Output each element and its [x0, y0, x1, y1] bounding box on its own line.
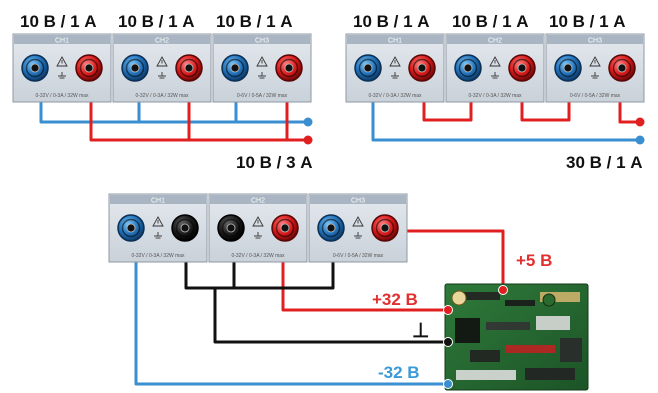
d1-channel-label: CH2: [155, 38, 169, 45]
d2-ch2-positive-terminal: [509, 55, 535, 81]
d2-channel-label: CH2: [488, 38, 502, 45]
d3-spec-text: 0-6V / 0-5A / 32W max: [333, 253, 384, 259]
d1-spec-text: 0-32V / 0-3A / 32W max: [35, 93, 89, 99]
d3-channel-label: CH2: [251, 198, 265, 205]
d2-negative-output-terminal: [636, 136, 645, 145]
d1-channel-label: CH3: [255, 38, 269, 45]
d3-ground-link-2-wire: [215, 262, 234, 288]
d3-ground-link-wire: [186, 262, 215, 288]
pcb-connection-point: [444, 306, 453, 315]
pcb-component: [525, 368, 575, 380]
d2-spec-text: 0-32V / 0-3A / 32W max: [468, 93, 522, 99]
plus5-label: +5 В: [516, 251, 552, 270]
d3-plus32-wire: [283, 262, 443, 310]
pcb-component: [505, 300, 535, 306]
d3-ch1-positive-terminal: [172, 215, 198, 241]
d3-channel-label: CH3: [351, 198, 365, 205]
d1-output-label: 10 В / 3 А: [236, 153, 313, 172]
d2-ch1-rating: 10 В / 1 А: [353, 12, 430, 31]
d3-ch2-negative-terminal: [218, 215, 244, 241]
d3-ch1-negative-terminal: [118, 215, 144, 241]
d2-series-link-2-wire: [522, 102, 569, 120]
pcb-connection-point: [444, 380, 453, 389]
pcb-connection-point: [499, 286, 508, 295]
d1-ch2-positive-terminal: [176, 55, 202, 81]
d2-ch1-positive-terminal: [409, 55, 435, 81]
d2-ch1-negative-terminal: [355, 55, 381, 81]
pcb-component: [505, 345, 555, 353]
pcb-component: [486, 322, 530, 330]
pcb-component: [455, 318, 480, 343]
d1-channel-label: CH1: [55, 38, 69, 45]
plus32-label: +32 В: [372, 290, 418, 309]
minus32-label: -32 В: [378, 363, 420, 382]
pcb-connection-point: [444, 338, 453, 347]
d1-negative-output-terminal: [304, 118, 313, 127]
d3-spec-text: 0-32V / 0-3A / 32W max: [131, 253, 185, 259]
d1-ch2-negative-terminal: [122, 55, 148, 81]
pcb-capacitor: [543, 294, 555, 306]
circuit-board: [444, 284, 589, 390]
pcb-capacitor: [452, 291, 466, 305]
d1-ch3-positive-terminal: [276, 55, 302, 81]
d3-spec-text: 0-32V / 0-3A / 32W max: [231, 253, 285, 259]
d1-ch1-rating: 10 В / 1 А: [20, 12, 97, 31]
d2-ch3-positive-terminal: [609, 55, 635, 81]
ground-label: ⊥: [412, 320, 429, 342]
d1-ch1-positive-terminal: [76, 55, 102, 81]
d2-negative-output-wire: [373, 102, 640, 140]
d2-spec-text: 0-32V / 0-3A / 32W max: [368, 93, 422, 99]
d1-ch3-negative-terminal: [222, 55, 248, 81]
d2-positive-output-terminal: [636, 118, 645, 127]
d1-ch2-rating: 10 В / 1 А: [118, 12, 195, 31]
d1-negative-bus-wire: [41, 102, 308, 122]
pcb-component: [560, 338, 582, 362]
d3-channel-label: CH1: [151, 198, 165, 205]
d1-ch3-rating: 10 В / 1 А: [216, 12, 293, 31]
d3-ch3-negative-terminal: [318, 215, 344, 241]
d3-ch2-positive-terminal: [272, 215, 298, 241]
d2-ch3-rating: 10 В / 1 А: [549, 12, 626, 31]
d1-spec-text: 0-32V / 0-3A / 32W max: [135, 93, 189, 99]
d1-positive-output-terminal: [304, 136, 313, 145]
d2-channel-label: CH3: [588, 38, 602, 45]
d1-spec-text: 0-6V / 0-5A / 32W max: [237, 93, 288, 99]
d1-ch1-negative-terminal: [22, 55, 48, 81]
pcb-component: [470, 350, 500, 362]
d3-ch3-positive-terminal: [372, 215, 398, 241]
pcb-component: [456, 370, 516, 380]
d2-ch2-negative-terminal: [455, 55, 481, 81]
d2-series-link-1-wire: [424, 102, 471, 120]
d2-ch2-rating: 10 В / 1 А: [452, 12, 529, 31]
d2-ch3-negative-terminal: [555, 55, 581, 81]
d2-spec-text: 0-6V / 0-5A / 32W max: [570, 93, 621, 99]
d2-channel-label: CH1: [388, 38, 402, 45]
d2-output-label: 30 В / 1 А: [566, 153, 643, 172]
pcb-component: [536, 316, 570, 330]
